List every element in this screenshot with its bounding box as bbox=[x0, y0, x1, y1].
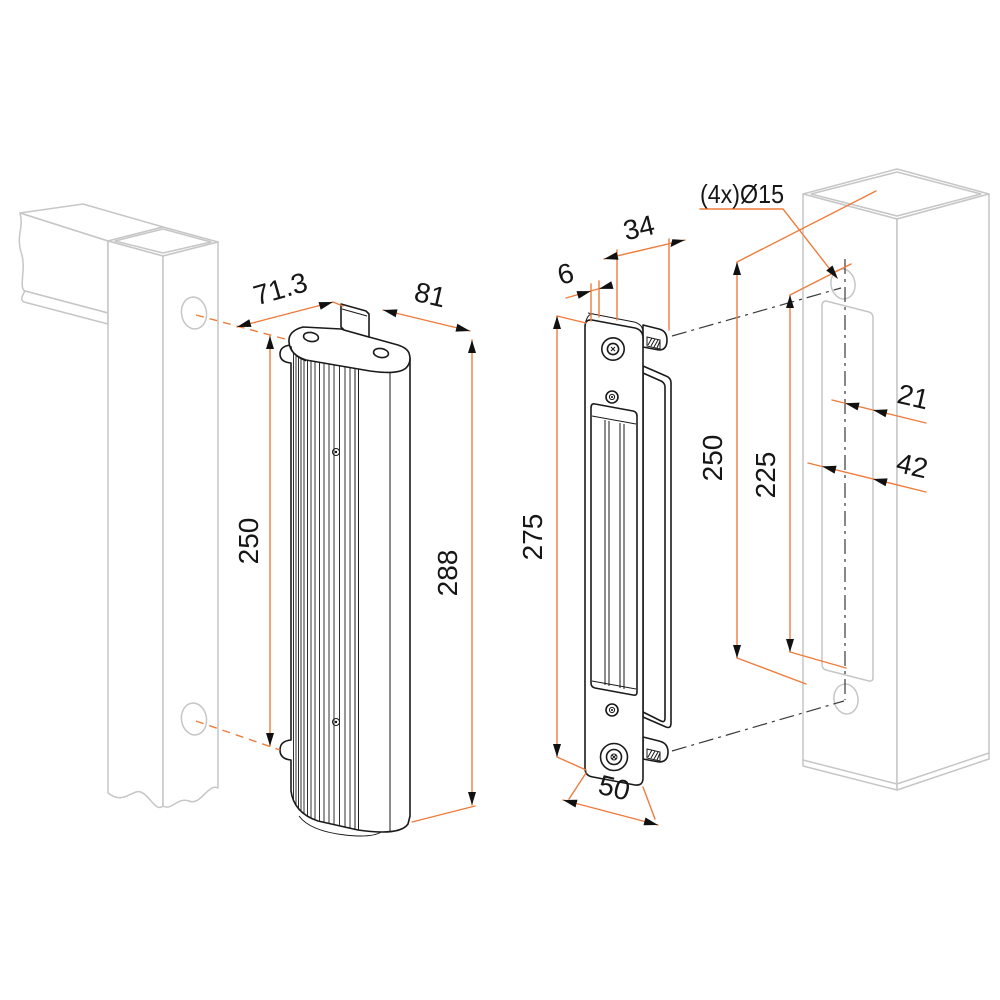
dimension-plate-top-offset: 34 bbox=[603, 209, 686, 331]
dimension-label-plate-thickness: 6 bbox=[554, 257, 577, 291]
armature-pin-bottom bbox=[642, 736, 669, 763]
armature-recess-window bbox=[590, 403, 638, 696]
hole-note-label: (4x)Ø15 bbox=[700, 179, 784, 209]
armature-screw-top bbox=[600, 336, 625, 361]
centerline-bottom-pin-to-hole bbox=[671, 700, 845, 752]
magnet-assembly bbox=[279, 303, 411, 837]
leader-bottom-hole bbox=[195, 720, 281, 751]
armature-plate bbox=[584, 312, 644, 786]
magnet-body-screw-bottom bbox=[332, 718, 340, 726]
dimension-label-post-hole-spacing: 225 bbox=[750, 452, 781, 499]
plate-hole-front bbox=[302, 331, 320, 343]
dimension-hole-span: 42 bbox=[807, 447, 931, 493]
dimension-label-plate-height: 275 bbox=[517, 514, 548, 561]
dimension-plate-thickness: 6 bbox=[554, 257, 614, 322]
dimension-magnet-total-height: 288 bbox=[411, 339, 476, 823]
left-gate-post bbox=[107, 226, 219, 809]
right-post-side-face bbox=[896, 193, 990, 791]
magnet-top-plate-surface bbox=[288, 326, 411, 374]
plate-hole-rear bbox=[372, 347, 390, 359]
hole-diameter-note: (4x)Ø15 bbox=[699, 179, 838, 279]
dimension-label-magnet-width: 81 bbox=[411, 276, 448, 313]
dimension-magnet-width: 81 bbox=[382, 276, 471, 332]
armature-pin-top bbox=[642, 324, 668, 351]
armature-screw-lower-small bbox=[605, 703, 619, 717]
dimension-magnet-depth: 71.3 bbox=[236, 266, 344, 328]
magnet-ribs bbox=[293, 347, 391, 832]
left-post-hole-bottom bbox=[180, 702, 208, 736]
armature-screw-upper-small bbox=[605, 390, 619, 404]
right-post-hole-bottom bbox=[833, 683, 859, 715]
magnet-top-plate bbox=[288, 303, 411, 374]
dimension-plate-width: 50 bbox=[562, 769, 659, 826]
magnet-body-screw-top bbox=[332, 448, 340, 456]
dimensions: 71.3 81 250 288 275 bbox=[195, 179, 932, 826]
gate-rail bbox=[18, 203, 164, 325]
armature-screw-bottom bbox=[599, 742, 629, 772]
projection-centerlines bbox=[671, 259, 846, 752]
right-post-top-opening bbox=[810, 171, 982, 217]
armature-plate-assembly bbox=[584, 312, 672, 786]
dimension-label-post-pin-spacing: 250 bbox=[697, 435, 728, 482]
magnet-bottom-chamfer bbox=[298, 815, 382, 837]
dimension-plate-height: 275 bbox=[517, 315, 587, 771]
dimension-gate-hole-spacing: 250 bbox=[233, 335, 274, 747]
magnet-plate-flange bbox=[340, 303, 370, 338]
hole-note-leader bbox=[699, 208, 837, 278]
dimension-post-hole-spacing: 225 bbox=[750, 263, 852, 669]
dimension-label-plate-top-offset: 34 bbox=[620, 209, 657, 246]
dimension-label-gate-hole-spacing: 250 bbox=[233, 518, 264, 565]
dimension-label-magnet-total-height: 288 bbox=[432, 550, 463, 597]
dimension-post-pin-spacing: 250 bbox=[697, 190, 877, 685]
right-gate-post bbox=[802, 168, 990, 791]
dimension-label-hole-span: 42 bbox=[893, 447, 930, 484]
gate-rail-lip bbox=[21, 290, 109, 325]
left-post-front-face bbox=[107, 240, 164, 809]
dimension-hole-inset: 21 bbox=[831, 378, 932, 424]
left-gate-frame bbox=[18, 203, 219, 809]
armature-bracket bbox=[642, 365, 672, 729]
dimension-label-hole-inset: 21 bbox=[894, 378, 931, 415]
dimension-label-magnet-depth: 71.3 bbox=[250, 266, 311, 311]
centerline-top-pin-to-hole bbox=[671, 287, 842, 337]
left-post-hole-top bbox=[180, 296, 208, 330]
right-post-mount-recess bbox=[821, 300, 874, 682]
leader-top-hole bbox=[195, 314, 286, 340]
dimension-label-plate-width: 50 bbox=[595, 769, 633, 807]
left-post-top-opening bbox=[114, 228, 212, 254]
left-post-side-face bbox=[162, 241, 219, 808]
right-post-bottom-rim bbox=[802, 752, 990, 785]
